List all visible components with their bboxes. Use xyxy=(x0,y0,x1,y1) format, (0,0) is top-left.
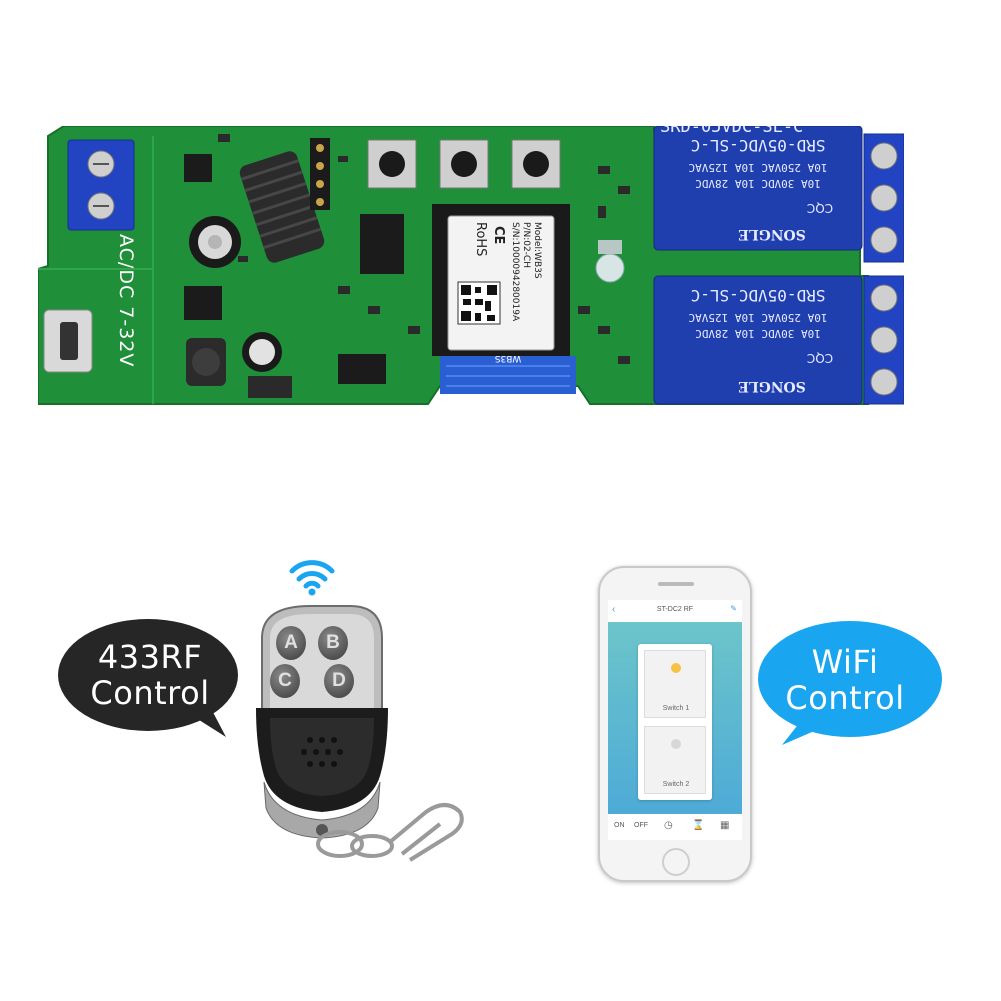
electrolytic-capacitor-small xyxy=(242,332,282,372)
relay-1-brand: SONGLE xyxy=(738,226,806,242)
relay-1: SRD-05VDC-SL-C SRD-05VDC-SL-C 10A 250VAC… xyxy=(653,126,863,251)
rf-control-label: 433RF Control xyxy=(62,638,238,712)
wifi-line-2: Control xyxy=(785,678,905,717)
tactile-button xyxy=(511,139,561,189)
switch-2-label: Switch 2 xyxy=(662,781,690,788)
relay-2-rating: 10A 250VAC 10A 125VAC xyxy=(688,311,827,324)
app-toolbar: ON OFF ◷ ⌛ ▦ xyxy=(608,814,742,840)
remote-button-d-label: D xyxy=(332,670,346,691)
on-button[interactable]: ON xyxy=(614,822,625,829)
relay-1-part: SRD-05VDC-SL-C xyxy=(660,126,803,137)
power-terminal xyxy=(67,139,135,231)
regulator-chip xyxy=(338,354,386,384)
back-arrow-icon[interactable]: ‹ xyxy=(612,604,616,615)
remote-button-b[interactable]: B xyxy=(318,626,348,660)
power-label: AC/DC 7-32V xyxy=(115,234,137,367)
grid-icon[interactable]: ▦ xyxy=(720,820,730,831)
relay-2: SRD-05VDC-SL-C 10A 250VAC 10A 125VAC 10A… xyxy=(653,275,863,405)
remote-button-d[interactable]: D xyxy=(324,664,354,698)
bulb-off-icon xyxy=(671,739,681,749)
ic-chip xyxy=(184,154,212,182)
rf-line-1: 433RF xyxy=(97,638,203,676)
wifi-line-1: WiFi xyxy=(811,643,879,681)
smd-components xyxy=(218,134,630,364)
module-ce: CE xyxy=(491,226,506,244)
tactile-button xyxy=(439,139,489,189)
smartphone: ‹ ST-DC2 RF ✎ Switch 1 Switch 2 ON OFF xyxy=(598,566,752,882)
relay-2-rating: 10A 30VDC 10A 28VDC xyxy=(695,327,821,340)
relay-2-cert: CQC xyxy=(807,351,833,365)
electrolytic-capacitor xyxy=(189,216,241,268)
wifi-control-bubble xyxy=(758,621,942,745)
module-rohs: RoHS xyxy=(473,222,488,256)
switch-1[interactable]: Switch 1 xyxy=(644,650,706,718)
ic-chip xyxy=(360,214,404,274)
phone-home-button xyxy=(662,848,690,876)
phone-speaker xyxy=(658,582,694,586)
qr-code xyxy=(457,281,501,325)
rf-line-2: Control xyxy=(90,673,210,712)
output-terminal-2 xyxy=(863,275,904,405)
inductor xyxy=(186,338,226,386)
rf-coil xyxy=(239,151,325,263)
wifi-module: Model:WB3S P/N:02-CH S/N:1000094280019A … xyxy=(432,204,576,394)
remote-button-b-label: B xyxy=(326,632,340,653)
relay-1-cert: CQC xyxy=(807,201,833,215)
bulb-on-icon xyxy=(671,663,681,673)
wifi-icon xyxy=(289,560,335,596)
hourglass-icon[interactable]: ⌛ xyxy=(692,820,705,831)
switch-2[interactable]: Switch 2 xyxy=(644,726,706,794)
off-button[interactable]: OFF xyxy=(634,822,648,829)
edit-icon[interactable]: ✎ xyxy=(730,604,737,613)
module-sn: S/N:1000094280019A xyxy=(510,222,520,322)
pin-header xyxy=(310,138,330,210)
app-title: ST-DC2 RF xyxy=(656,606,694,613)
diode xyxy=(248,376,292,398)
remote-button-a-label: A xyxy=(284,632,298,653)
module-model: Model:WB3S xyxy=(532,222,542,279)
ic-chip xyxy=(184,286,222,320)
remote-button-c-label: C xyxy=(278,670,292,691)
module-pn: P/N:02-CH xyxy=(521,222,531,268)
wifi-control-label: WiFi Control xyxy=(770,643,920,717)
output-terminal-1 xyxy=(863,133,904,263)
relay-1-rating: 10A 250VAC 10A 125VAC xyxy=(688,161,827,174)
rf-control-bubble xyxy=(58,619,238,737)
app-header: ‹ ST-DC2 RF ✎ xyxy=(608,600,742,622)
relay-1-part: SRD-05VDC-SL-C xyxy=(691,136,826,155)
relay-board: AC/DC 7-32V xyxy=(38,126,904,405)
micro-usb-port xyxy=(43,309,93,373)
status-led xyxy=(595,240,625,283)
relay-1-rating: 10A 30VDC 10A 28VDC xyxy=(695,177,821,190)
relay-2-part: SRD-05VDC-SL-C xyxy=(691,286,826,305)
phone-screen: ‹ ST-DC2 RF ✎ Switch 1 Switch 2 ON OFF xyxy=(608,600,742,840)
switch-1-label: Switch 1 xyxy=(662,705,690,712)
remote-button-a[interactable]: A xyxy=(276,626,306,660)
clock-icon[interactable]: ◷ xyxy=(664,820,673,831)
antenna-label: WB3S xyxy=(494,353,521,363)
tactile-button xyxy=(367,139,417,189)
relay-2-brand: SONGLE xyxy=(738,378,806,394)
switch-panel: Switch 1 Switch 2 xyxy=(638,644,712,800)
remote-button-c[interactable]: C xyxy=(270,664,300,698)
